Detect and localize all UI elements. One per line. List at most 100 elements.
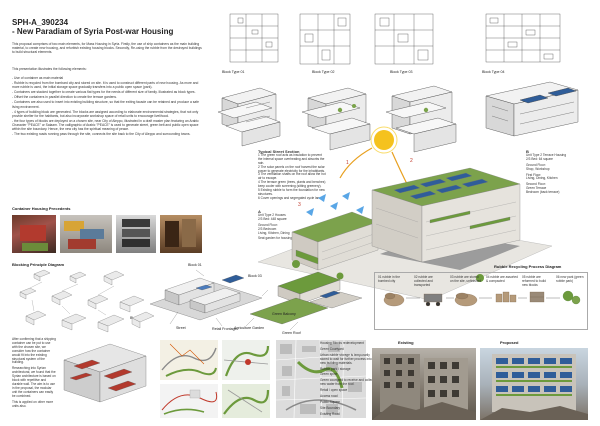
block-type-03-model — [385, 85, 457, 153]
container-module — [69, 271, 87, 284]
intro-bullet: Offset the containers in parallel direct… — [14, 95, 117, 100]
precedent-photo — [116, 215, 156, 253]
container-module — [103, 270, 125, 286]
block-type-01-model — [217, 87, 281, 147]
container-module — [131, 311, 155, 329]
precedent-photo — [160, 215, 202, 253]
block-b-line: Shop, Workshop — [526, 166, 550, 171]
street-section-note: 5 Existing rubble to form the foundation… — [258, 188, 325, 196]
site-label: Retail Frontage — [212, 327, 237, 331]
svg-text:2: 2 — [410, 158, 413, 164]
page-title: - New Paradiam of Syria Post-war Housing — [12, 27, 174, 36]
block-type-label: Block Type 03 — [390, 70, 413, 74]
rubble-step: 06 new park (green rubble park) — [556, 275, 584, 283]
master-plan-main — [276, 340, 366, 418]
block-a-line: Ground Floor: — [258, 222, 278, 227]
intro-paragraph-2: This presentation illustrates the follow… — [12, 67, 87, 71]
master-plan-label: Housing Blocks redevelopment — [320, 341, 364, 345]
master-plan-label: Public Square — [320, 399, 340, 404]
proposed-building-photo — [480, 348, 588, 420]
rubble-sorted-icon — [495, 291, 517, 303]
street-section-notes: Typical Street Section 1 The green roof … — [258, 150, 326, 201]
container-module — [33, 269, 51, 282]
intro-bullet: the four types of blocks are deployed on… — [12, 118, 199, 132]
existing-label: Existing — [398, 340, 414, 345]
block-a-line: 2/3 Bed: 448 square — [258, 216, 287, 221]
rubble-process-title: Rubble Recycling Process Diagram — [494, 264, 562, 269]
svg-text:3: 3 — [298, 202, 301, 208]
intro-bullet: Use of container as main material — [14, 76, 64, 80]
master-plan-label: Retail / open space — [320, 388, 348, 393]
site-label: Agriculture Garden — [234, 326, 265, 330]
bottom-left-text: After confirming that a shipping contain… — [12, 337, 56, 408]
block-type-label: Block Type 04 — [482, 70, 505, 74]
container-module — [87, 294, 109, 310]
master-plan-label: Site Boundary — [320, 405, 341, 410]
sun-icon — [374, 130, 394, 150]
master-plan-map-bottom-left — [160, 384, 218, 418]
block-b-line: Unit Type 2 Terrace Housing — [526, 152, 567, 157]
container-precedents-title: Container Housing Precedents — [12, 206, 71, 211]
master-plan-map-top-left — [160, 340, 218, 380]
site-label: Street — [176, 326, 186, 330]
block-b-line: 2/3 Bed: 64 square — [526, 156, 553, 161]
street-section-note: 4 The terrace green (trees, plants and b… — [258, 180, 326, 189]
proposed-label: Proposed — [500, 340, 519, 345]
intro-bullet-list: - Use of container as main material - Ru… — [12, 76, 199, 137]
existing-building-photo — [372, 348, 476, 420]
street-section-note: 6 Cover openings and segregated cycle la… — [258, 195, 324, 200]
intro-paragraph-1: This proposal comprises of two main elem… — [12, 42, 202, 55]
blocking-diagram-title: Blocking Principle Diagram — [12, 262, 65, 267]
bottom-text-paragraph: After confirming that a shipping contain… — [12, 337, 56, 365]
block-a-line: 2/3 Bedroom — [258, 226, 277, 231]
master-plan-note: Urban rubble storage is temporarily stor… — [320, 352, 372, 365]
precedent-photo — [12, 215, 56, 253]
project-id: SPH-A_390234 — [12, 18, 69, 27]
wind-arrows — [306, 192, 364, 216]
container-module — [25, 310, 47, 326]
master-plan-note: Green courtyard to receive and collect n… — [320, 378, 374, 387]
master-plan-map-top-right — [222, 340, 270, 380]
block-a-notes: A Unit Type 2 Houses 2/3 Bed: 448 square… — [258, 210, 308, 241]
rubble-block-icon — [529, 291, 545, 303]
intro-bullet: The two existing roads running pass thro… — [13, 132, 191, 137]
street-section-title: Typical Street Section — [258, 149, 300, 154]
intro-bullet: Rubble is recycled from the bombard city… — [12, 81, 199, 90]
block-b-line: Second Floor: — [526, 182, 546, 187]
container-module — [119, 295, 145, 313]
block-b-line: Ground Floor: — [526, 162, 546, 167]
master-plan-map-bottom-right — [222, 384, 270, 418]
intro-bullet: Containers are stacked together to creat… — [14, 90, 196, 95]
block-b-label: B — [526, 149, 529, 154]
bottom-text-paragraph: This is applied on other more units also… — [12, 399, 54, 408]
master-plan-label: Rubble park / storage — [320, 366, 351, 371]
rubble-step: 03 rubble are stored on the site, unfini… — [450, 275, 482, 283]
svg-text:1: 1 — [346, 160, 349, 166]
master-plan-label: Green spine — [320, 372, 338, 377]
block-type-label: Block Type 02 — [312, 70, 335, 74]
container-module — [97, 314, 125, 333]
rubble-step: 05 rubble are reformed to build new bloc… — [522, 275, 546, 287]
precedent-photo — [60, 215, 112, 253]
master-plan-labels: Housing Blocks redevelopment Green Court… — [320, 341, 374, 417]
street-section-note: 1 The green roof acts as insulation to p… — [258, 152, 325, 165]
site-label: Block 01 — [188, 263, 202, 267]
street-section-note: 2 The solar panels on the roof harvest t… — [258, 164, 325, 173]
block-type-04-model — [485, 81, 579, 137]
street-section-note: 3 The ventilation shafts on the roof all… — [258, 172, 326, 181]
rubble-pile-icon — [383, 292, 405, 307]
block-a-line: Seat garden for housing — [258, 236, 293, 241]
container-module — [61, 313, 87, 331]
block-b-line: Living, Dining, Kitchen — [526, 176, 558, 181]
rubble-truck-icon — [423, 293, 443, 307]
block-type-label: Block Type 01 — [222, 70, 245, 74]
block-a-model — [291, 211, 379, 271]
master-plan-label: Green Courtyard — [320, 346, 344, 351]
site-label: Block 03 — [248, 274, 262, 278]
block-a-line: Living, Kitchen, Dining — [258, 230, 290, 235]
master-plan-label: Existing Road — [320, 411, 340, 416]
